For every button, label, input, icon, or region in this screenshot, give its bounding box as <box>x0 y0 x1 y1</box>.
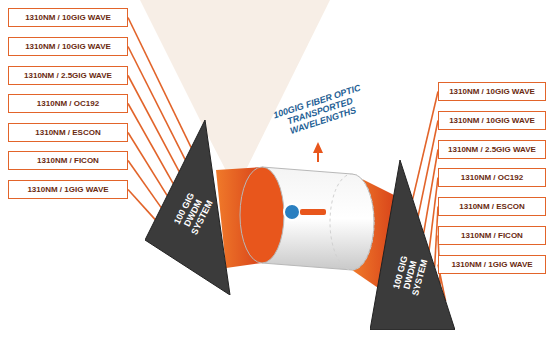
wave-box: 1310NM / 10GIG WAVE <box>8 37 128 56</box>
up-arrow <box>317 152 319 162</box>
wave-box: 1310NM / 10GIG WAVE <box>438 111 546 130</box>
wave-label: 1310NM / OC192 <box>33 99 103 109</box>
wave-label: 1310NM / 1GIG WAVE <box>23 185 112 195</box>
wave-connector <box>128 18 191 148</box>
wave-label: 1310NM / OC192 <box>457 173 527 183</box>
wave-line <box>128 76 179 172</box>
wave-label: 1310NM / 2.5GIG WAVE <box>20 71 116 81</box>
wave-line <box>128 161 161 208</box>
wave-label: 1310NM / 10GIG WAVE <box>445 116 539 126</box>
prism-outline <box>145 120 230 295</box>
wave-box: 1310NM / FICON <box>438 226 546 245</box>
wave-label: 1310NM / 10GIG WAVE <box>21 13 115 23</box>
wave-box: 1310NM / OC192 <box>438 168 546 187</box>
wave-label: 1310NM / 1GIG WAVE <box>447 260 536 270</box>
wave-box: 1310NM / 2.5GIG WAVE <box>438 140 546 159</box>
wave-label: 1310NM / ESCON <box>455 202 528 212</box>
wave-line <box>128 47 185 160</box>
wave-box: 1310NM / OC192 <box>8 94 128 113</box>
wave-box: 1310NM / FICON <box>8 151 128 170</box>
wave-line <box>128 18 191 148</box>
wave-box: 1310NM / ESCON <box>438 197 546 216</box>
wave-line <box>128 190 155 220</box>
wave-connector <box>128 76 179 172</box>
wave-box: 1310NM / 10GIG WAVE <box>438 82 546 101</box>
wave-box: 1310NM / 1GIG WAVE <box>8 180 128 199</box>
wave-box: 1310NM / 1GIG WAVE <box>438 255 546 274</box>
wave-label: 1310NM / FICON <box>457 231 527 241</box>
light-fan <box>140 0 330 190</box>
cylinder-face <box>240 167 284 263</box>
wave-label: 1310NM / 10GIG WAVE <box>21 42 115 52</box>
wave-label: 1310NM / 2.5GIG WAVE <box>444 145 540 155</box>
wave-box: 1310NM / ESCON <box>8 123 128 142</box>
wave-box: 1310NM / 2.5GIG WAVE <box>8 66 128 85</box>
wave-line <box>128 133 167 196</box>
wave-connector <box>128 47 185 160</box>
logo-mark <box>284 204 300 220</box>
wave-box: 1310NM / 10GIG WAVE <box>8 8 128 27</box>
cylinder-edge <box>330 174 374 270</box>
wave-label: 1310NM / ESCON <box>31 128 104 138</box>
wave-connector <box>128 190 155 220</box>
logo-bar <box>300 209 326 215</box>
dwdm-prism: 100 GIG DWDM SYSTEM <box>145 120 235 295</box>
up-arrow <box>313 142 323 153</box>
wave-connector <box>128 133 167 196</box>
wave-label: 1310NM / 10GIG WAVE <box>445 87 539 97</box>
wave-label: 1310NM / FICON <box>33 156 103 166</box>
wave-connector <box>128 161 161 208</box>
